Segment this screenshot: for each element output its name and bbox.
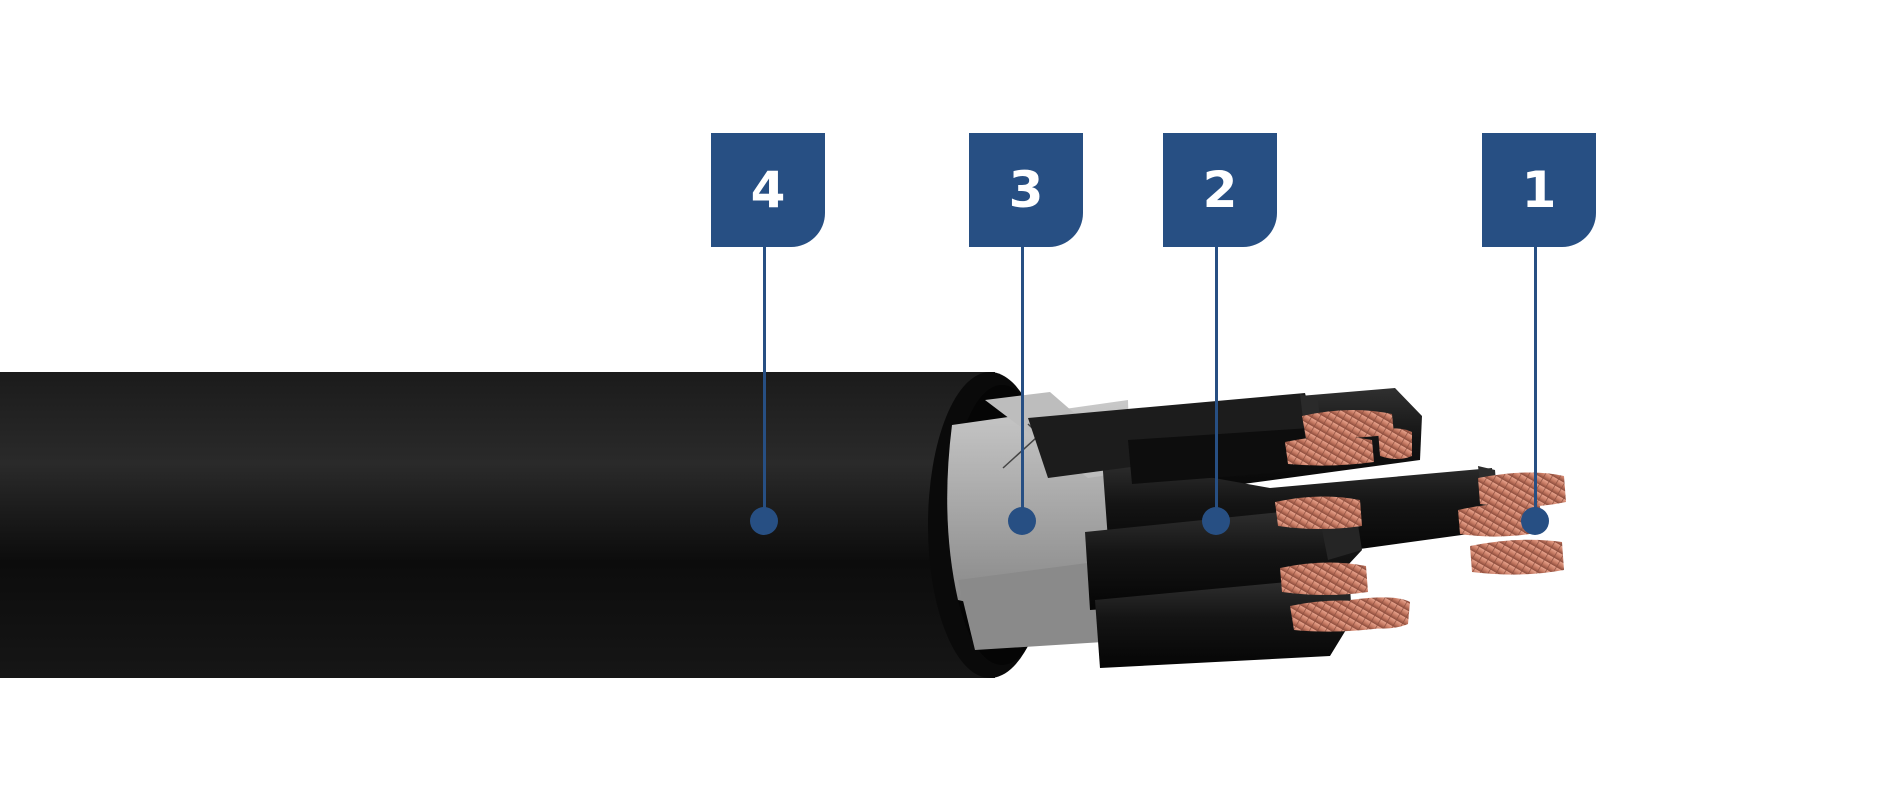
callout-4-leader [763, 247, 766, 521]
callout-3-marker-dot [1008, 507, 1036, 535]
callout-3-badge: 3 [969, 133, 1083, 247]
callout-3-leader [1021, 247, 1024, 521]
callout-2-marker-dot [1202, 507, 1230, 535]
callout-1-leader [1534, 247, 1537, 521]
callout-2-badge: 2 [1163, 133, 1277, 247]
copper-conductors [1275, 409, 1566, 632]
outer-sheath [0, 372, 1054, 678]
callout-1-marker-dot [1521, 507, 1549, 535]
callout-4-badge: 4 [711, 133, 825, 247]
callout-1-badge: 1 [1482, 133, 1596, 247]
callout-4-marker-dot [750, 507, 778, 535]
callout-2-leader [1215, 247, 1218, 521]
